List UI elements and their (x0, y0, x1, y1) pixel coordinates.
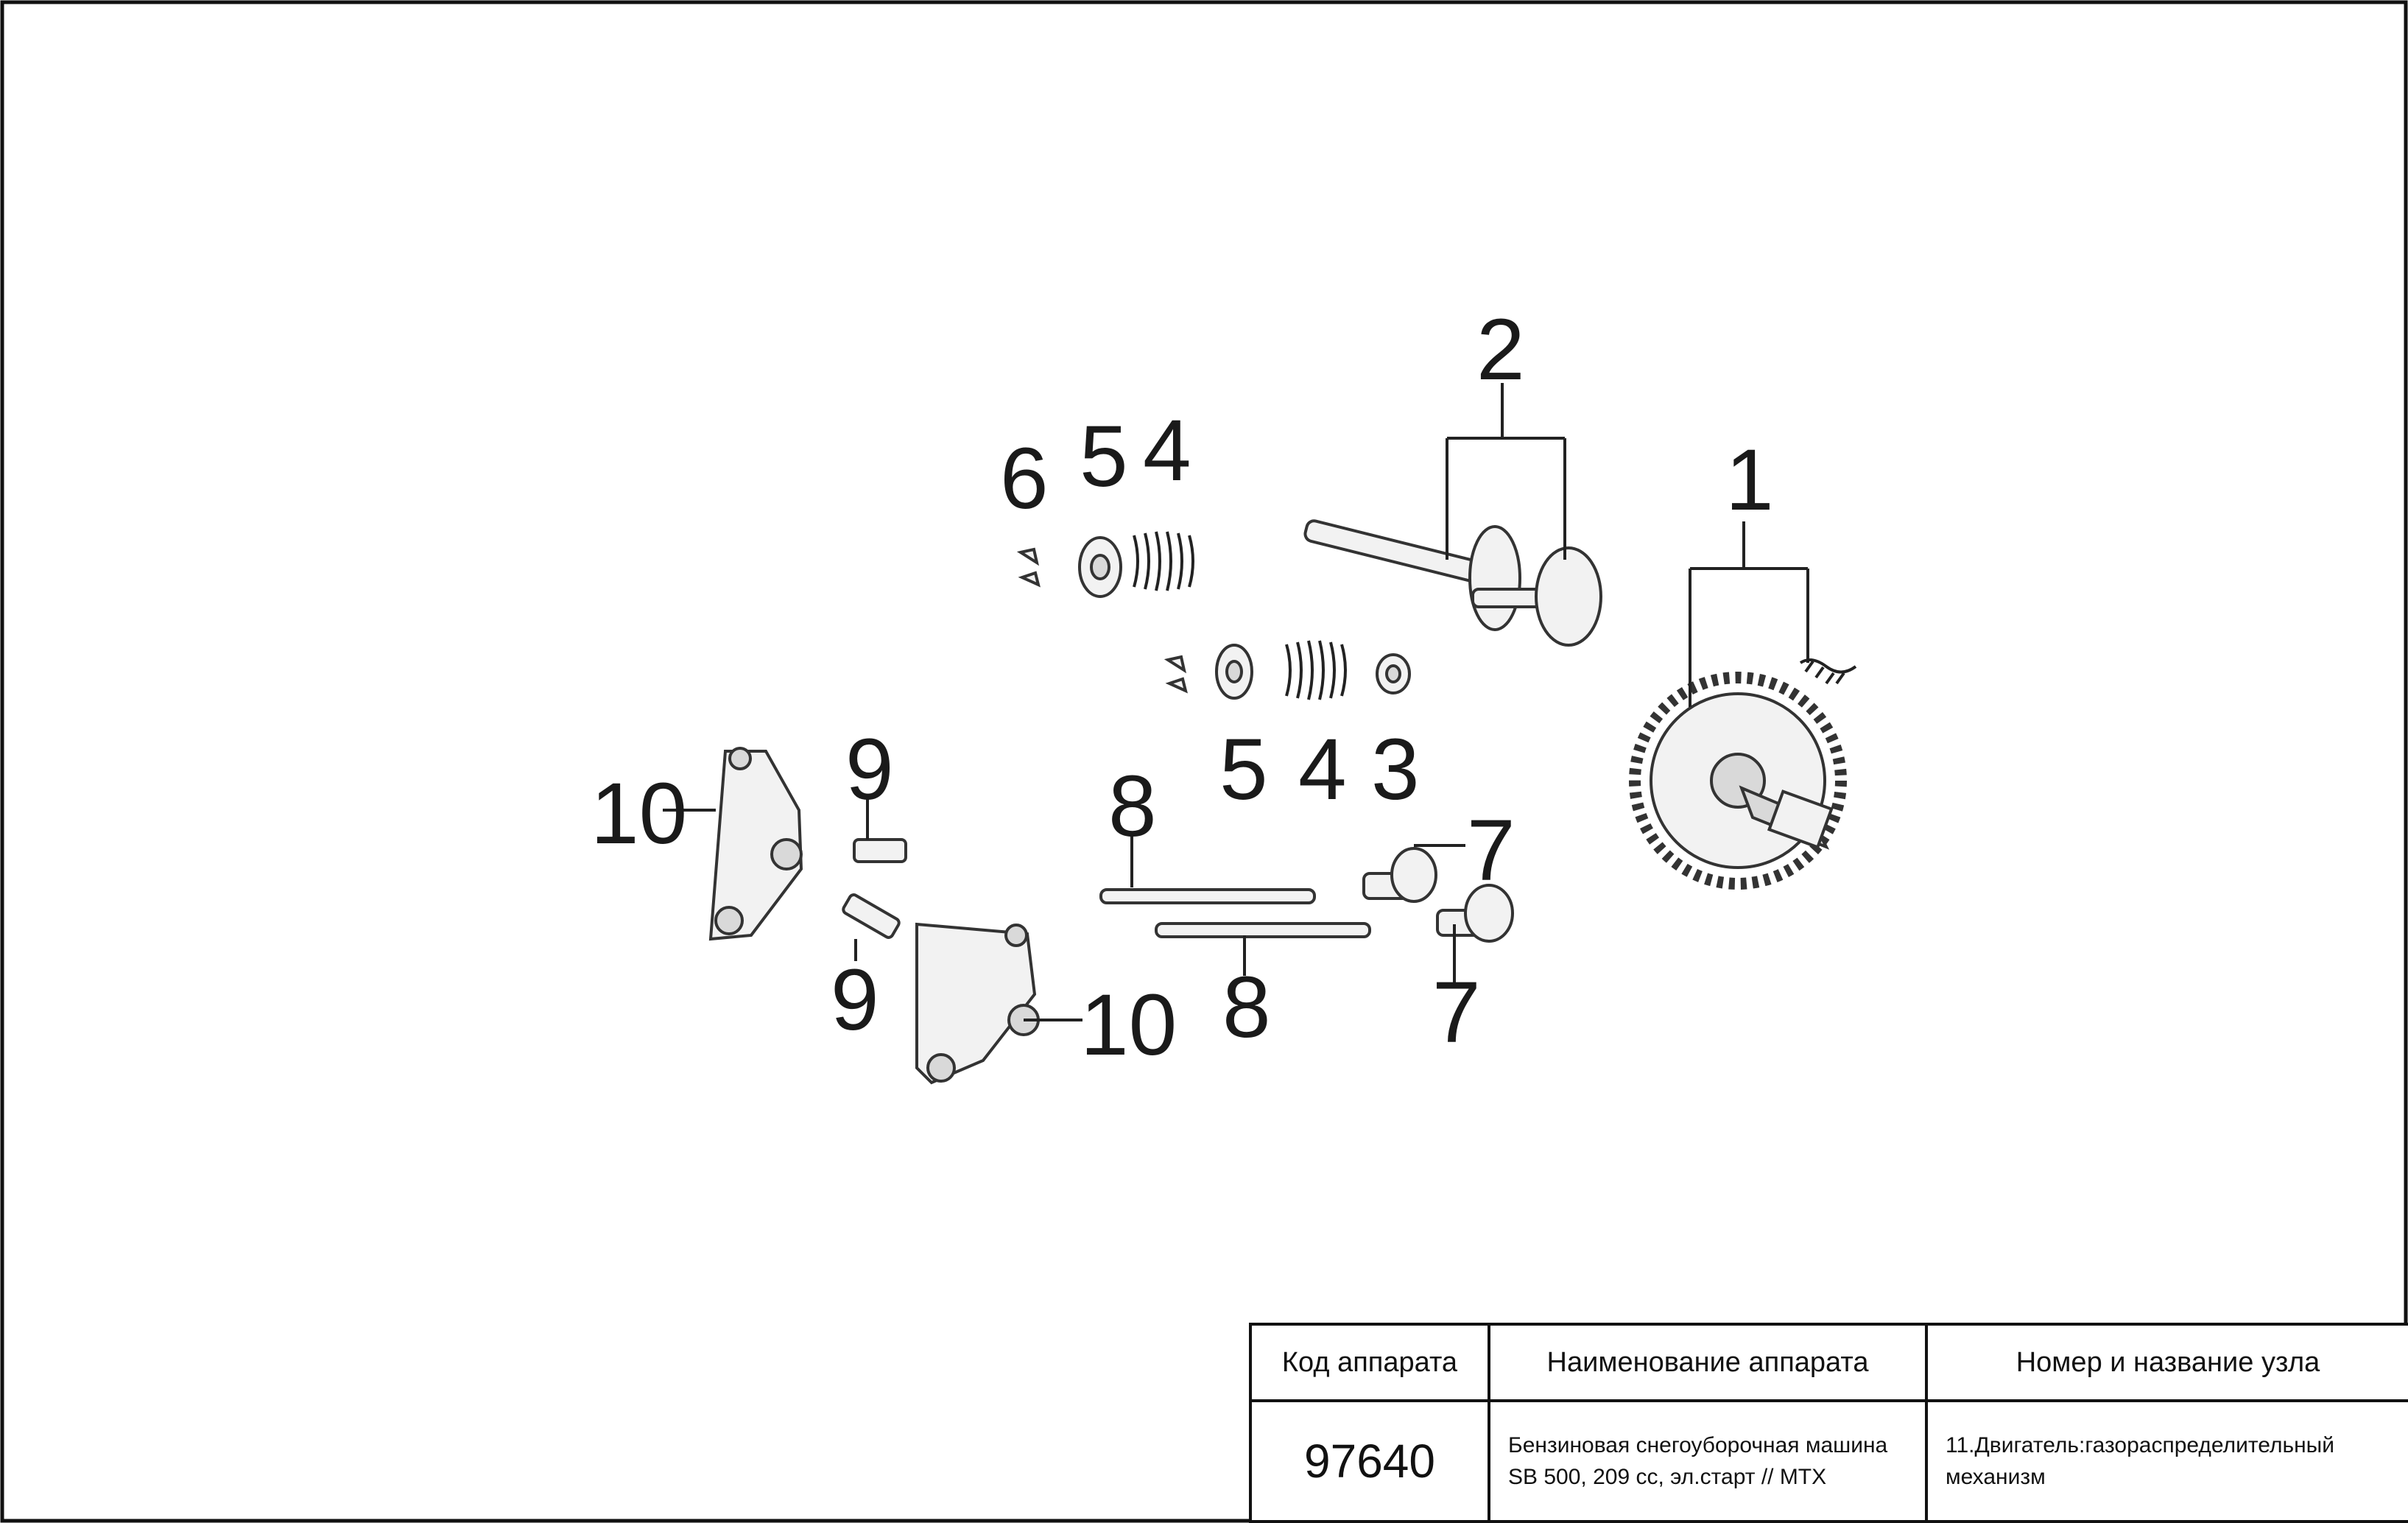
callout-9-lower: 9 (831, 952, 879, 1049)
callout-7-upper: 7 (1467, 802, 1515, 899)
part-1-leader (1689, 521, 1809, 707)
callout-10-upper: 10 (591, 765, 687, 862)
camshaft-gear-part (1629, 658, 1857, 890)
callout-4-lower: 4 (1298, 721, 1347, 818)
callout-6: 6 (1000, 430, 1049, 527)
callout-5-upper: 5 (1080, 408, 1128, 505)
unit-name-cell: 11.Двигатель:газораспределительный механ… (1925, 1399, 2408, 1523)
device-name-cell: Бензиновая снегоуборочная машина SB 500,… (1488, 1399, 1928, 1523)
header-unit: Номер и название узла (1925, 1323, 2408, 1402)
unit-name-line-1: 11.Двигатель:газораспределительный (1946, 1432, 2334, 1457)
title-block: Код аппарата Наименование аппарата Номер… (1249, 1323, 2408, 1523)
device-name-line-2: SB 500, 209 cc, эл.старт // MTX (1508, 1465, 1827, 1489)
valve-collet-parts (1016, 547, 1188, 694)
header-name: Наименование аппарата (1488, 1323, 1928, 1402)
valve-seal-part (1376, 653, 1411, 694)
part-2-leader (1446, 383, 1566, 560)
callout-7-lower: 7 (1432, 964, 1481, 1061)
valve-spring-parts (1133, 531, 1347, 700)
valves-part (1303, 519, 1602, 647)
rocker-pin-parts (842, 838, 907, 939)
tappet-parts (1362, 847, 1514, 943)
callout-8-upper: 8 (1108, 758, 1157, 855)
callout-1: 1 (1725, 432, 1774, 529)
callout-2: 2 (1476, 301, 1525, 398)
device-name-line-1: Бензиновая снегоуборочная машина (1508, 1432, 1888, 1457)
callout-10-lower: 10 (1080, 977, 1177, 1074)
leader-lines (663, 799, 1465, 1021)
callout-8-lower: 8 (1222, 959, 1271, 1056)
callout-9-upper: 9 (845, 721, 894, 818)
rocker-arm-parts (708, 747, 1040, 1085)
spring-retainer-parts (1078, 536, 1253, 700)
callout-4-upper: 4 (1143, 402, 1191, 499)
unit-name-line-2: механизм (1946, 1465, 2046, 1489)
header-code: Код аппарата (1249, 1323, 1490, 1402)
device-code: 97640 (1249, 1399, 1490, 1523)
push-rod-parts (1099, 888, 1371, 938)
callout-3: 3 (1371, 721, 1420, 818)
callout-5-lower: 5 (1219, 721, 1268, 818)
